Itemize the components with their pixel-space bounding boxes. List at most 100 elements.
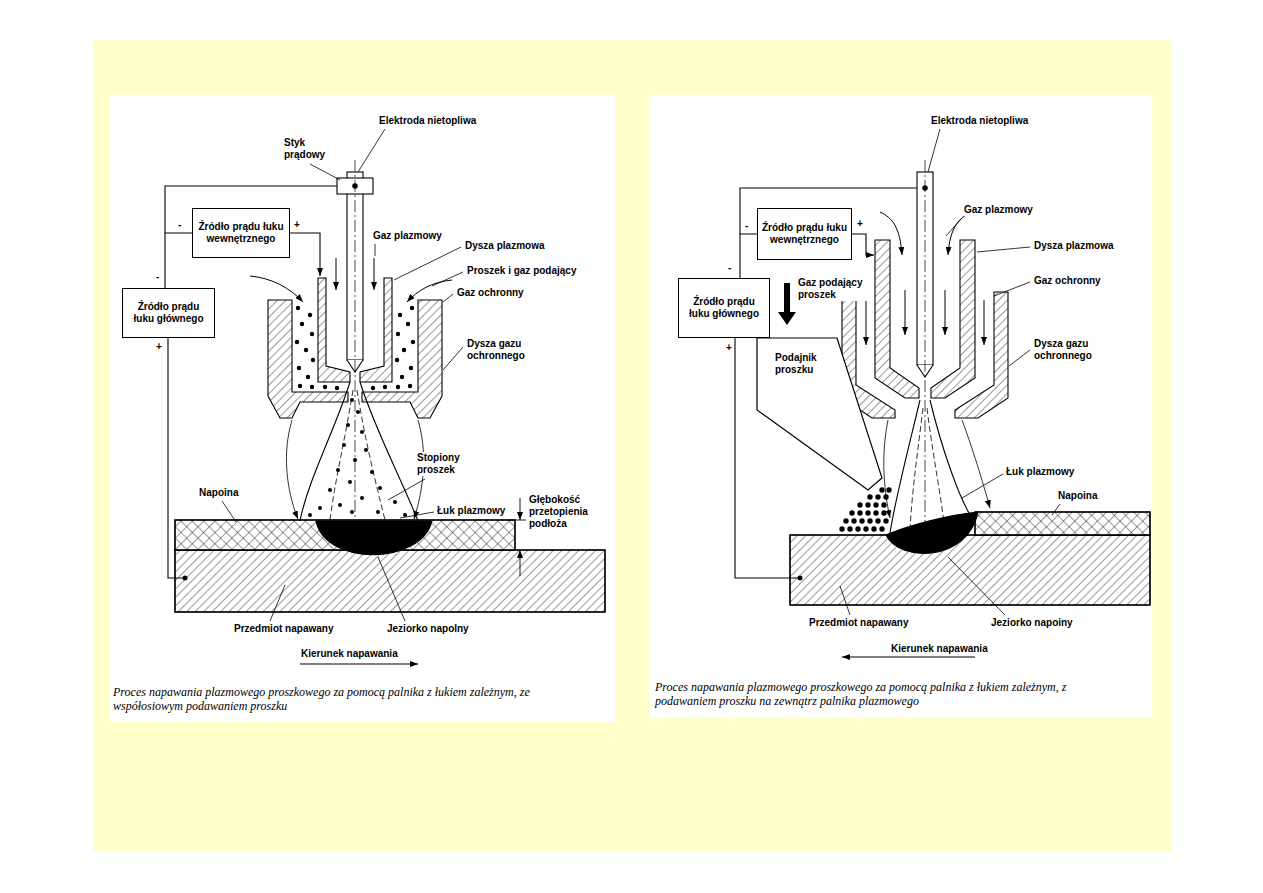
callout-label: - xyxy=(744,220,749,232)
callout-label: + xyxy=(155,341,163,353)
powder-particle xyxy=(295,306,415,517)
leader-line xyxy=(432,272,463,286)
gas-arrow xyxy=(336,258,337,290)
callout-label: - xyxy=(177,219,182,231)
powder-particle xyxy=(376,510,380,514)
figure-caption: Proces napawania plazmowego proszkowego … xyxy=(655,680,1115,708)
powder-particle xyxy=(348,480,352,484)
callout-label: + xyxy=(293,219,301,231)
callout-label: + xyxy=(856,218,864,230)
wire xyxy=(740,188,917,234)
gas-arrow xyxy=(948,212,972,255)
workpiece xyxy=(175,520,605,612)
powder-particle xyxy=(867,518,872,523)
leader-line xyxy=(962,474,1003,498)
powder-particle xyxy=(871,526,876,531)
powder-particle xyxy=(875,494,880,499)
node-label: Źródło prądu łuku wewnętrznego xyxy=(197,221,285,245)
plasma-arc xyxy=(360,382,418,521)
leader-line xyxy=(400,512,434,518)
wire-connector xyxy=(740,234,757,278)
gas-arrow xyxy=(407,280,452,302)
powder-particle xyxy=(308,313,312,317)
callout-label: Gaz ochronny xyxy=(1033,275,1102,287)
part-label: Głębokość przetopienia podłoża xyxy=(528,494,605,530)
powder-particle xyxy=(883,494,888,499)
powder-particle xyxy=(881,510,886,515)
leader-line xyxy=(270,585,285,621)
powder-particle xyxy=(406,322,410,326)
powder-particle xyxy=(350,398,354,402)
powder-particle xyxy=(371,386,375,390)
workpiece xyxy=(175,550,605,612)
powder-feeder: Podajnik proszku xyxy=(757,338,883,491)
leader-line xyxy=(1009,350,1030,366)
workpiece xyxy=(790,535,1150,605)
plasma-arc xyxy=(286,420,298,519)
center-line xyxy=(355,160,356,525)
wire xyxy=(290,233,320,276)
callout-label: Gaz plazmowy xyxy=(372,230,443,242)
direction-arrow xyxy=(842,656,975,657)
powder-particle xyxy=(410,306,414,310)
powder-particle xyxy=(859,518,864,523)
feeder-outline xyxy=(757,338,882,490)
powder-particle xyxy=(402,348,406,352)
powder-particle xyxy=(863,526,868,531)
nozzle xyxy=(931,240,975,398)
dimension-line xyxy=(510,520,526,521)
powder-particle xyxy=(408,384,412,388)
powder-particle xyxy=(881,502,886,507)
plasma-arc xyxy=(300,382,350,521)
gas-arrow xyxy=(905,290,906,335)
nozzle xyxy=(875,240,919,398)
leader-line xyxy=(928,129,940,172)
powder-particle xyxy=(370,470,374,474)
part-label: Styk prądowy xyxy=(283,137,333,161)
powder-particle xyxy=(383,385,387,389)
callout-label: - xyxy=(155,271,160,283)
powder-particle xyxy=(398,313,402,317)
plasma-arc xyxy=(330,390,353,520)
callout-label: Dysza plazmowa xyxy=(464,240,545,252)
feeder-outline xyxy=(757,338,883,491)
powder-particle xyxy=(865,510,870,515)
weld-pool xyxy=(316,521,432,555)
powder-particle xyxy=(395,358,399,362)
figure-panel: Proces napawania plazmowego proszkowego … xyxy=(110,95,615,722)
feed-gas-arrow xyxy=(778,283,796,325)
wire xyxy=(735,338,800,578)
powder-particle xyxy=(400,375,404,379)
powder-particle xyxy=(356,410,360,414)
callout-label: Łuk plazmowy xyxy=(436,505,506,517)
figure-caption: Proces napawania plazmowego proszkowego … xyxy=(113,685,573,713)
powder-particle xyxy=(393,500,397,504)
callout-label: Przedmiot napawany xyxy=(233,623,334,635)
powder-particle xyxy=(873,510,878,515)
powder-particle xyxy=(396,332,400,336)
dimension-line xyxy=(520,550,521,576)
powder-particle xyxy=(323,385,327,389)
wire-connector xyxy=(165,233,192,288)
powder-particle xyxy=(857,502,862,507)
wire-dot xyxy=(798,576,803,581)
slide-background xyxy=(93,40,1172,851)
powder-particle xyxy=(378,486,382,490)
part-label: Dysza gazu ochronnego xyxy=(1033,338,1110,362)
power-source-box: Źródło prądu łuku głównego xyxy=(678,278,770,338)
workpiece xyxy=(975,512,1150,535)
powder-particle xyxy=(839,487,891,531)
leader-line xyxy=(388,479,425,500)
powder-particle xyxy=(360,430,364,434)
nozzle xyxy=(268,300,348,418)
callout-label: Jeziorko napolny xyxy=(386,623,470,635)
gas-arrow xyxy=(866,300,867,345)
leader-line xyxy=(375,244,376,256)
power-source-box: Źródło prądu łuku głównego xyxy=(122,288,215,338)
powder-particle xyxy=(409,366,413,370)
leader-line xyxy=(948,557,1005,615)
powder-particle xyxy=(855,526,860,531)
direction-arrow xyxy=(300,663,418,664)
wire xyxy=(852,234,874,255)
